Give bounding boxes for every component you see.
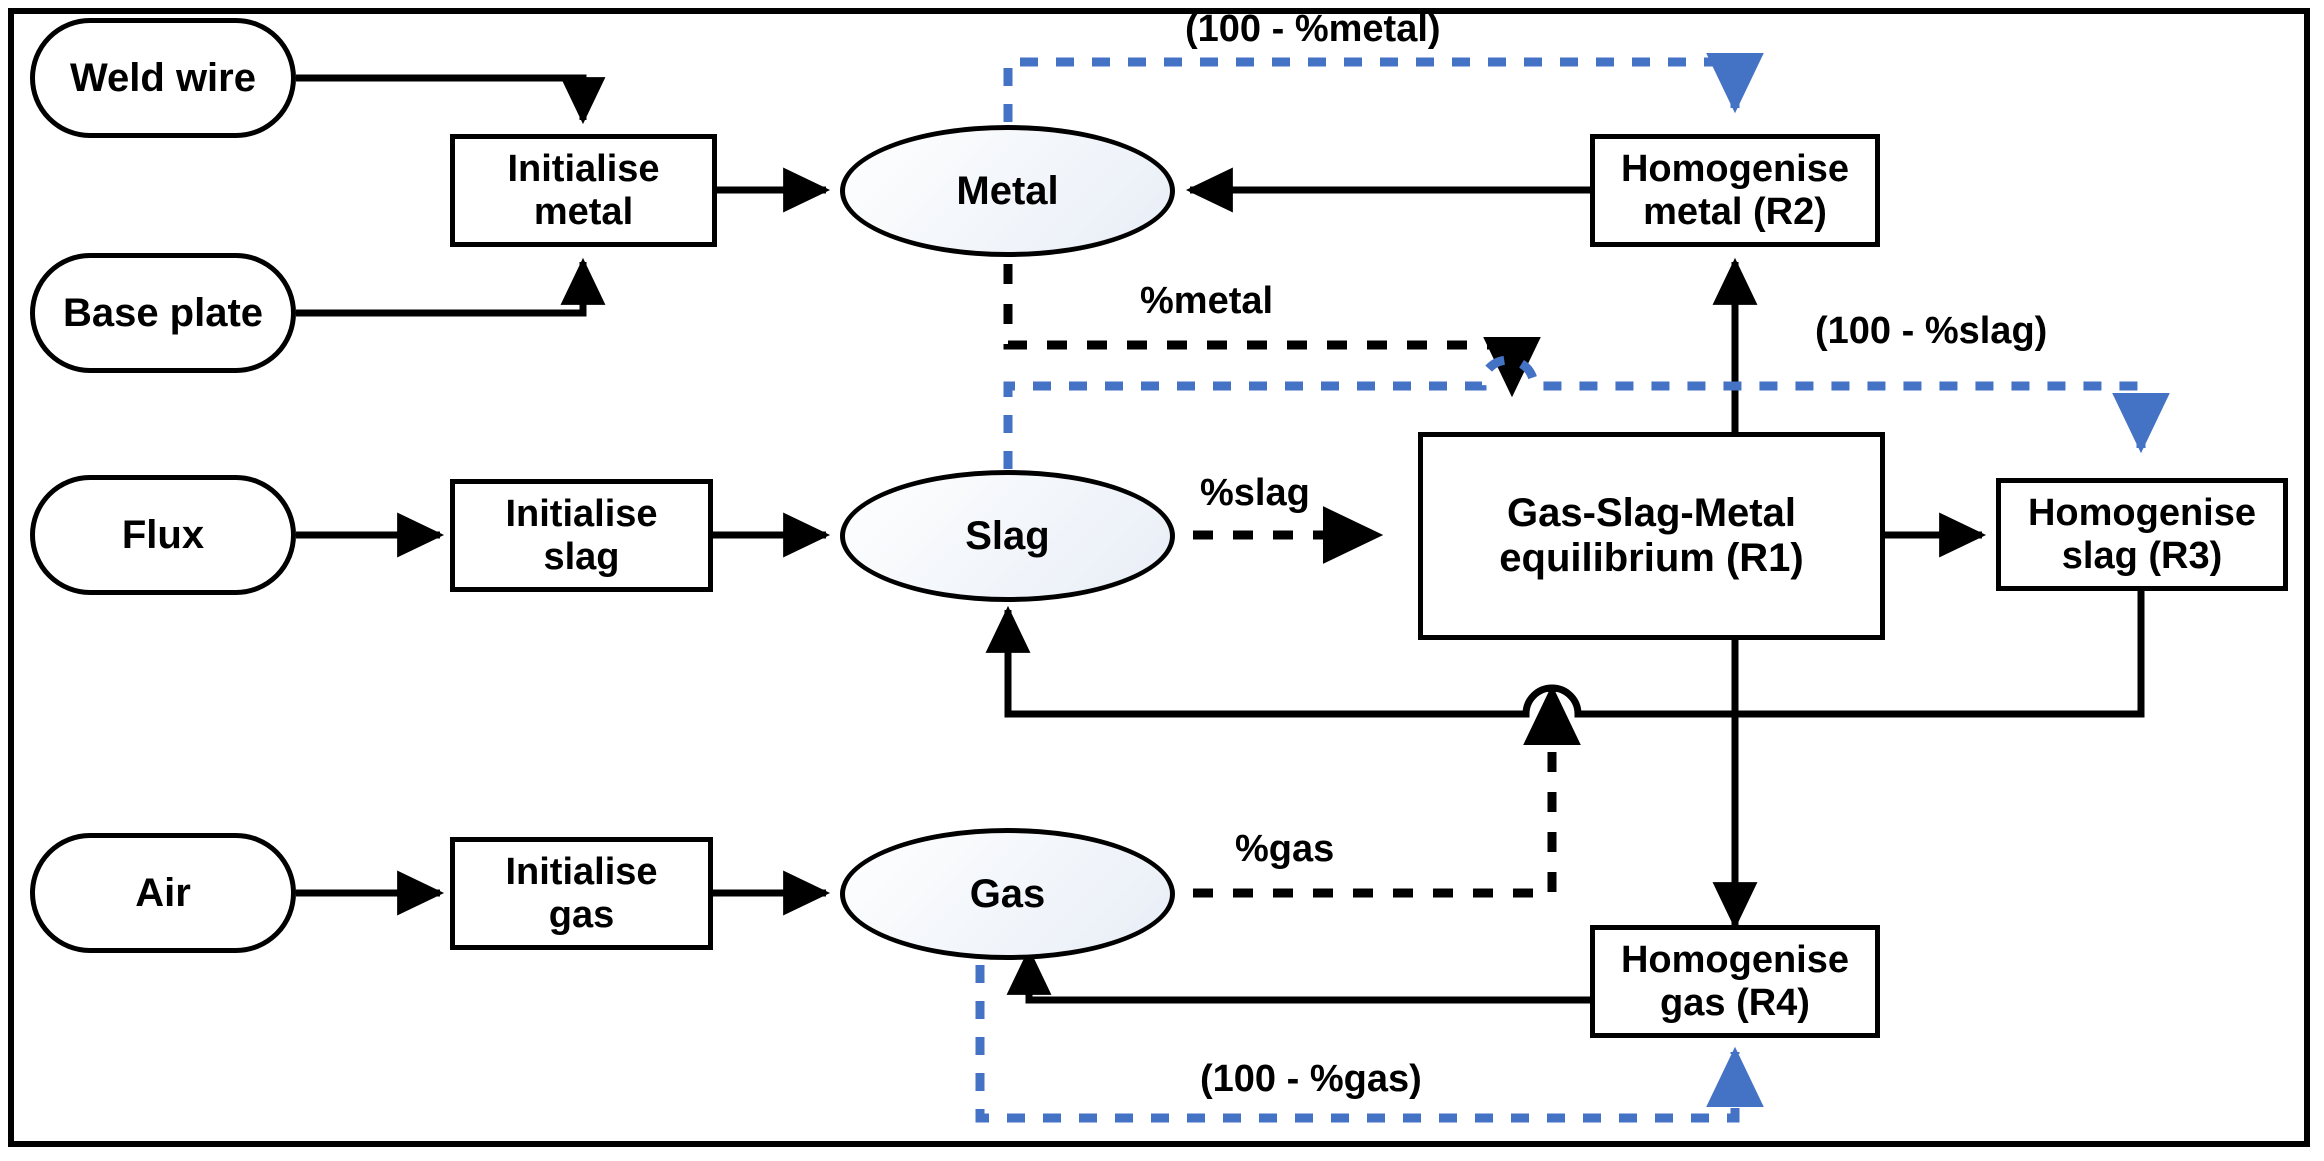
node-gas-label: Gas bbox=[969, 871, 1046, 916]
node-homogenise-slag-r3[interactable]: Homogenise slag (R3) bbox=[1996, 478, 2288, 591]
node-equilibrium-r1-line1: Gas-Slag-Metal bbox=[1507, 491, 1796, 536]
node-homogenise-metal-r2-line1: Homogenise bbox=[1620, 147, 1850, 190]
node-weld-wire-label: Weld wire bbox=[70, 55, 256, 100]
node-weld-wire[interactable]: Weld wire bbox=[30, 18, 296, 138]
edge-gas-remainder bbox=[975, 893, 1764, 1123]
node-homogenise-slag-r3-line2: slag (R3) bbox=[2061, 534, 2223, 577]
node-homogenise-metal-r2-line2: metal (R2) bbox=[1643, 190, 1827, 233]
node-base-plate[interactable]: Base plate bbox=[30, 253, 296, 373]
node-equilibrium-r1-line2: equilibrium (R1) bbox=[1499, 536, 1804, 580]
node-flux-label: Flux bbox=[121, 512, 205, 557]
edge-label-percent-slag: %slag bbox=[1200, 472, 1310, 514]
edge-metal-pct bbox=[1003, 264, 1541, 398]
node-slag[interactable]: Slag bbox=[840, 470, 1175, 602]
node-initialise-metal-line1: Initialise bbox=[507, 147, 660, 190]
node-homogenise-gas-r4-line2: gas (R4) bbox=[1660, 981, 1810, 1024]
node-initialise-slag-line2: slag bbox=[543, 535, 620, 578]
edge-label-remaining-slag: (100 - %slag) bbox=[1815, 310, 2048, 352]
node-initialise-gas-line2: gas bbox=[548, 893, 615, 936]
node-initialise-metal[interactable]: Initialise metal bbox=[450, 134, 717, 247]
edge-label-percent-metal: %metal bbox=[1140, 280, 1274, 322]
node-initialise-gas[interactable]: Initialise gas bbox=[450, 837, 713, 950]
node-initialise-slag-line1: Initialise bbox=[505, 492, 658, 535]
node-initialise-metal-line2: metal bbox=[533, 190, 634, 233]
edge-label-remaining-metal: (100 - %metal) bbox=[1185, 8, 1441, 50]
node-homogenise-gas-r4-line1: Homogenise bbox=[1620, 938, 1850, 981]
edge-metal-remainder bbox=[1003, 52, 1764, 158]
node-slag-label: Slag bbox=[965, 513, 1050, 558]
edge-weldwire-initmetal bbox=[296, 74, 606, 125]
node-homogenise-gas-r4[interactable]: Homogenise gas (R4) bbox=[1590, 925, 1880, 1038]
node-initialise-slag[interactable]: Initialise slag bbox=[450, 479, 713, 592]
edge-r4-gas bbox=[1006, 947, 1590, 1004]
edge-baseplate-initmetal bbox=[296, 257, 606, 317]
edge-label-remaining-gas: (100 - %gas) bbox=[1200, 1058, 1422, 1100]
node-base-plate-label: Base plate bbox=[62, 290, 264, 335]
node-air-label: Air bbox=[135, 870, 191, 915]
node-initialise-gas-line1: Initialise bbox=[505, 850, 658, 893]
node-metal-label: Metal bbox=[956, 168, 1059, 213]
node-metal[interactable]: Metal bbox=[840, 125, 1175, 257]
node-homogenise-slag-r3-line1: Homogenise bbox=[2027, 491, 2257, 534]
edge-gas-pct bbox=[1193, 684, 1581, 898]
edge-label-percent-gas: %gas bbox=[1235, 828, 1335, 870]
node-equilibrium-r1[interactable]: Gas-Slag-Metal equilibrium (R1) bbox=[1418, 432, 1885, 640]
node-homogenise-metal-r2[interactable]: Homogenise metal (R2) bbox=[1590, 134, 1880, 247]
node-air[interactable]: Air bbox=[30, 833, 296, 953]
node-gas[interactable]: Gas bbox=[840, 828, 1175, 960]
node-flux[interactable]: Flux bbox=[30, 475, 296, 595]
